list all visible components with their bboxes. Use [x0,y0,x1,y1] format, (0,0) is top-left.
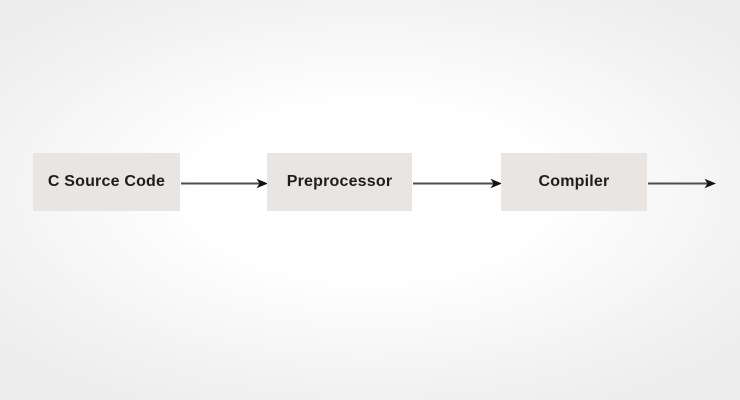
arrow-head-icon [704,178,716,189]
node-label: Compiler [538,173,610,190]
arrow-source-to-preprocessor [181,178,268,189]
node-compiler: Compiler [501,153,647,211]
node-label: Preprocessor [286,173,393,190]
node-c-source-code: C Source Code [33,153,180,211]
arrow-compiler-to-next-stage [648,178,716,189]
node-label: C Source Code [47,173,166,190]
node-preprocessor: Preprocessor [267,153,412,211]
arrow-preprocessor-to-compiler [413,178,502,189]
